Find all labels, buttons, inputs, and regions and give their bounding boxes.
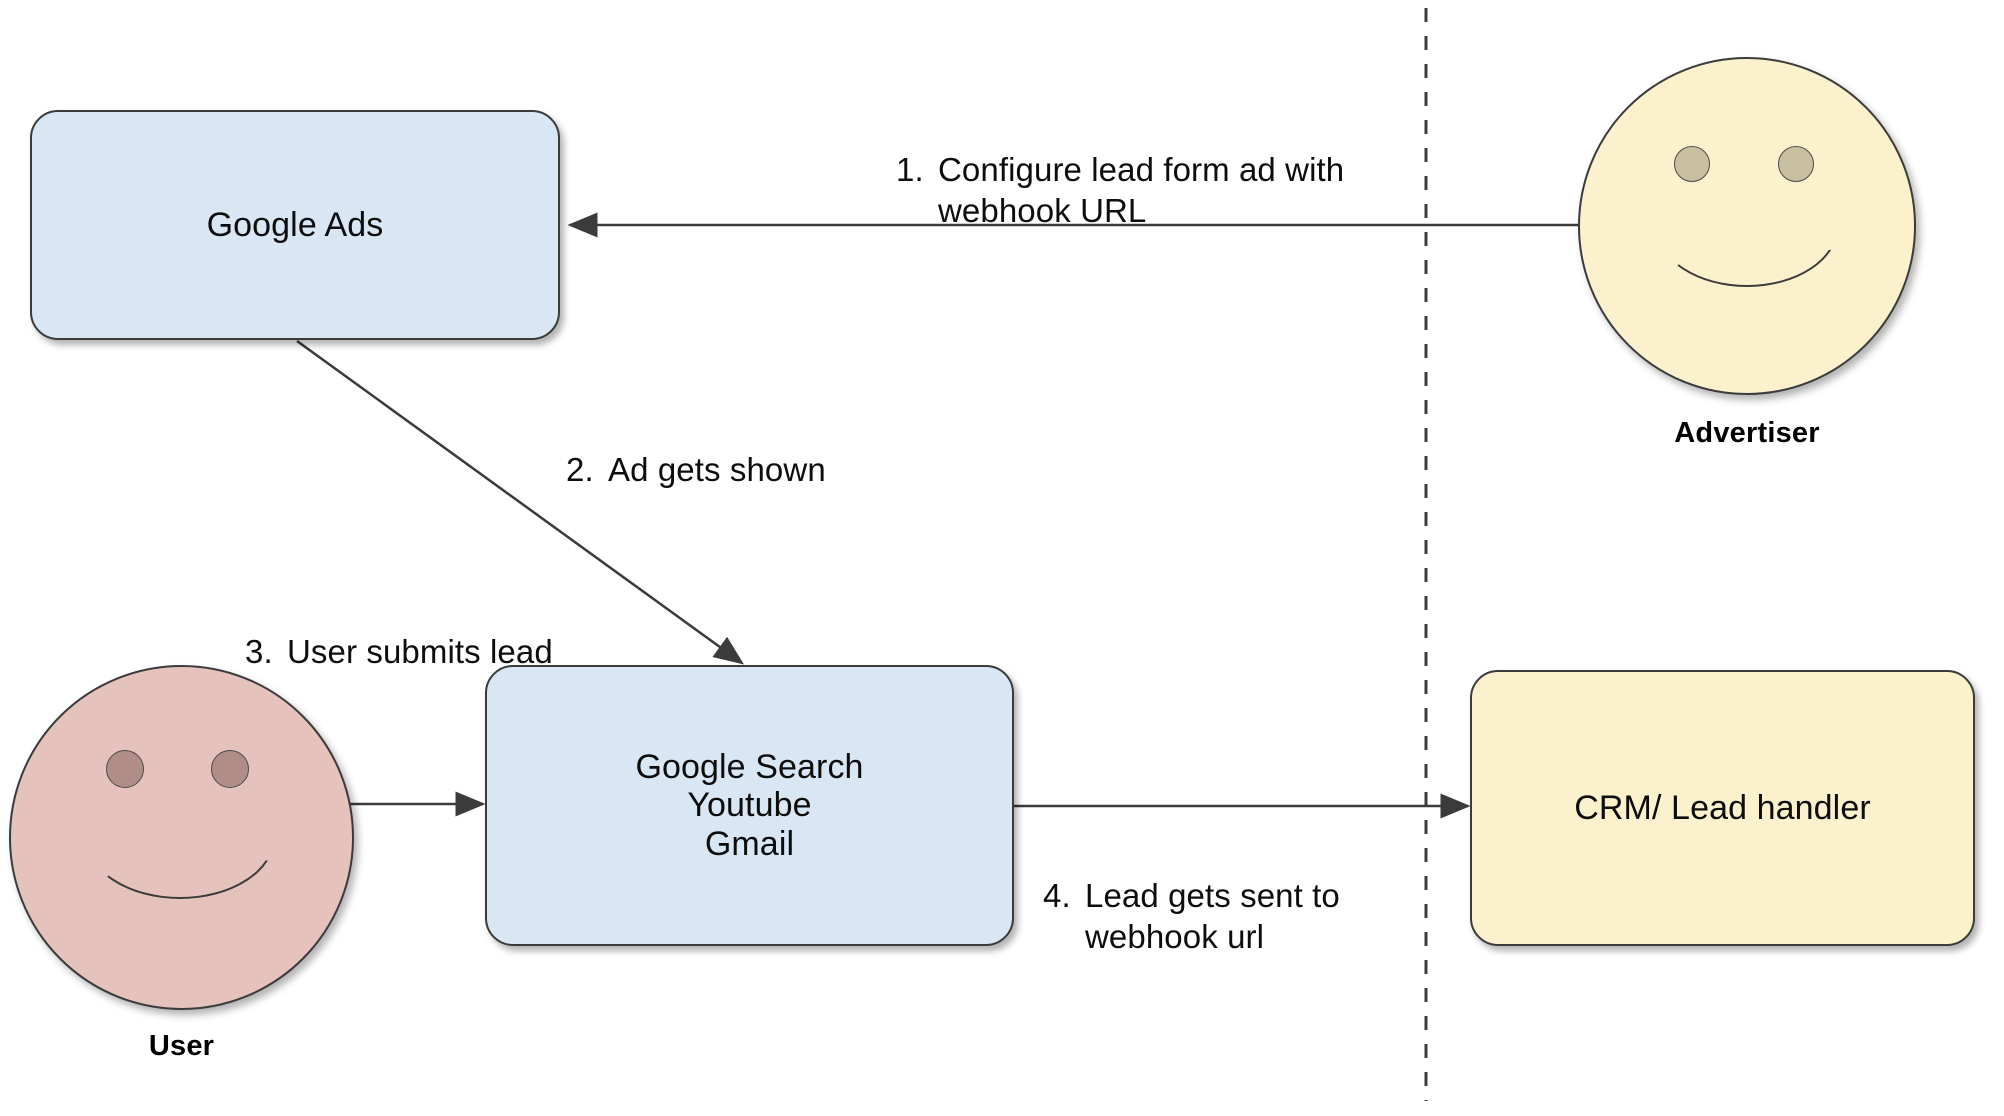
node-google-surfaces[interactable]: Google Search Youtube Gmail bbox=[485, 665, 1014, 946]
edge-label-step-2-number: 2. bbox=[566, 451, 594, 489]
user-left-eye-icon bbox=[106, 750, 144, 788]
edge-label-step-2: 2. Ad gets shown bbox=[566, 410, 966, 491]
node-google-ads-label: Google Ads bbox=[206, 205, 384, 244]
actor-advertiser-caption: Advertiser bbox=[1674, 417, 1820, 449]
edge-label-step-2-text: Ad gets shown bbox=[608, 451, 826, 489]
actor-advertiser[interactable]: Advertiser bbox=[1578, 57, 1916, 449]
edge-label-step-3-number: 3. bbox=[245, 633, 273, 671]
edge-label-step-4-text: Lead gets sent to webhook url bbox=[1085, 877, 1340, 955]
advertiser-right-eye-icon bbox=[1778, 146, 1814, 182]
advertiser-face-circle bbox=[1578, 57, 1916, 395]
node-crm-lead-handler[interactable]: CRM/ Lead handler bbox=[1470, 670, 1975, 946]
actor-user[interactable]: User bbox=[9, 665, 354, 1062]
edge-label-step-4: 4. Lead gets sent to webhook url bbox=[1043, 836, 1443, 957]
advertiser-left-eye-icon bbox=[1674, 146, 1710, 182]
user-smile-icon bbox=[85, 837, 275, 899]
node-google-ads[interactable]: Google Ads bbox=[30, 110, 560, 340]
actor-user-caption: User bbox=[148, 1030, 215, 1062]
user-right-eye-icon bbox=[211, 750, 249, 788]
edge-label-step-1-number: 1. bbox=[896, 151, 924, 189]
edge-label-step-3-text: User submits lead bbox=[287, 633, 553, 671]
node-crm-lead-handler-label: CRM/ Lead handler bbox=[1574, 788, 1871, 827]
edge-label-step-4-number: 4. bbox=[1043, 877, 1071, 915]
advertiser-smile-icon bbox=[1656, 227, 1838, 287]
edge-label-step-1: 1. Configure lead form ad with webhook UR… bbox=[896, 110, 1416, 231]
edge-label-step-3: 3. User submits lead bbox=[245, 592, 665, 673]
edge-label-step-1-text: Configure lead form ad with webhook URL bbox=[938, 151, 1345, 229]
node-google-surfaces-label: Google Search Youtube Gmail bbox=[635, 748, 864, 863]
